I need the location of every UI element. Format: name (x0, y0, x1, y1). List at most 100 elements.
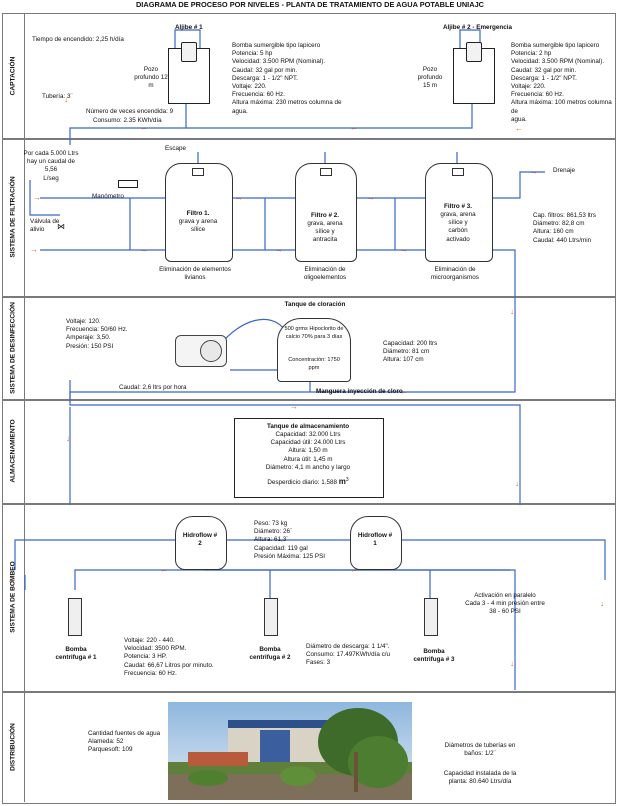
flow-arrow: → (290, 402, 298, 411)
filter-2-valve-icon (320, 168, 332, 176)
veces-encendida: Número de veces encendida: 9 (86, 108, 174, 115)
tanque-cloracion-title: Tanque de cloración (284, 301, 346, 308)
filter-3-tank (425, 163, 493, 262)
filtro1-title: Filtro 1. (186, 210, 210, 217)
flow-arrow: → (33, 193, 41, 202)
bomba2-label: Bomba centrifuga # 2 (249, 646, 291, 662)
section-distribucion (2, 691, 616, 804)
escape-label: Escape (165, 145, 187, 152)
concentracion-label: Concentración: 1750 ppm (288, 357, 340, 372)
flow-arrow: → (30, 245, 38, 254)
desperdicio-label: Desperdicio diario: 1.588 m3 (267, 477, 349, 487)
label-desinfeccion: SISTEMA DE DESINFECCIÓN (2, 296, 25, 399)
pump-2-icon (466, 42, 482, 62)
aljibe2-label: Aljibe # 2 - Emergencia (443, 24, 512, 31)
flow-arrow: ↓ (64, 95, 68, 104)
flow-arrow: ↓ (515, 479, 519, 488)
flow-arrow: ↓ (600, 599, 604, 608)
filtro3-media: grava, arena sílice y carbón activado (440, 211, 476, 243)
caudal-cloro: Caudal: 2,6 ltrs por hora (119, 384, 187, 391)
filter-1-tank (165, 163, 233, 262)
hidroflow-1-label: Hidroflow # 1 (357, 532, 393, 548)
flow-arrow: → (235, 193, 243, 202)
flow-arrow: → (400, 245, 408, 254)
flow-arrow: ← (400, 387, 408, 396)
filtro2-media: grava, arena sílice y antracita (307, 220, 343, 244)
pozo1-label: Pozo profundo 12 m (134, 66, 168, 90)
tuberias-label: Diámetros de tuberías en baños: 1/2¨ (444, 742, 516, 758)
flow-arrow: → (367, 193, 375, 202)
filtro2-title: Filtro # 2. (311, 212, 339, 219)
eliminacion-3: Eliminación de microorganismos (431, 266, 479, 282)
label-captacion: CAPTACIÓN (2, 13, 25, 138)
storage-tank-box (234, 418, 384, 498)
fuentes-agua: Cantidad fuentes de agua Alameda: 52 Par… (88, 730, 161, 754)
centrifugal-pump-2-icon (264, 598, 278, 636)
capacidad-label: Capacidad instalada de la planta: 80.640… (443, 770, 517, 786)
flow-arrow: → (530, 167, 538, 176)
diagram-title: DIAGRAMA DE PROCESO POR NIVELES - PLANTA… (135, 0, 485, 9)
flow-arrow: ← (140, 123, 148, 132)
chlorine-tank-specs: Capacidad: 200 ltrs Diámetro: 81 cm Altu… (383, 340, 438, 364)
tuberia-label: Tubería: 3¨ (42, 93, 73, 100)
activacion-label: Activación en paralelo Cada 3 - 4 min pr… (465, 592, 545, 616)
flow-arrow: ← (350, 565, 358, 574)
centrifugal-pump-3-icon (424, 598, 438, 636)
filtros-specs: Cap. filtros: 861,53 ltrs Diámetro: 82,8… (533, 212, 596, 244)
dosing-pump-specs: Voltaje: 120. Frecuencia: 50/60 Hz. Ampe… (66, 318, 128, 350)
flow-arrow: ← (160, 565, 168, 574)
manguera-label: Manguera inyección de cloro (316, 388, 403, 395)
hidroflow-1-tank (350, 516, 402, 570)
caudal-note: Por cada 5.000 Ltrs hay un caudal de 5,5… (23, 150, 79, 182)
hidroflow-2-label: Hidroflow # 2 (182, 532, 218, 548)
flow-arrow: ← (350, 123, 358, 132)
hipoclorito-label: 500 grms Hipoclorito de calcio 70% para … (284, 326, 344, 341)
bomba-specs: Voltaje: 220 - 440. Velocidad: 3500 RPM.… (124, 637, 214, 677)
section-almacenamiento (2, 399, 616, 505)
flow-arrow: ← (515, 124, 523, 133)
flow-arrow: ↓ (8, 575, 12, 584)
manometro-label: Manómetro (92, 193, 124, 200)
tiempo-encendido: Tiempo de encendido: 2,25 h/día (32, 36, 124, 43)
dosing-pump-head-icon (200, 340, 222, 362)
aljibe1-label: Aljibe # 1 (175, 24, 203, 31)
label-filtracion: SISTEMA DE FILTRACIÓN (2, 138, 25, 296)
campus-photo-illustration (168, 702, 412, 800)
bomba1-label: Bomba centrifuga # 1 (55, 646, 97, 662)
section-filtracion (2, 138, 616, 298)
storage-title: Tanque de almacenamiento (266, 423, 350, 430)
label-distribucion: DISTRIBUCIÓN (2, 691, 25, 802)
flow-arrow: → (275, 245, 283, 254)
section-desinfeccion (2, 296, 616, 401)
hidroflow-2-tank (175, 516, 227, 570)
filter-1-valve-icon (192, 168, 204, 176)
bomba1-specs: Bomba sumergible tipo lapicero Potencia:… (232, 42, 342, 115)
storage-specs: Capacidad: 32.000 Ltrs Capacidad útil: 2… (265, 431, 351, 471)
eliminacion-2: Eliminación de oligoelementos (303, 266, 347, 282)
pozo2-label: Pozo profundo 15 m (417, 66, 443, 90)
building-photo (168, 702, 412, 800)
manometro-icon (118, 180, 138, 188)
flow-arrow: ↓ (510, 307, 514, 316)
bomba3-label: Bomba centrifuga # 3 (413, 648, 455, 664)
hidroflow-specs: Peso: 73 kg Diámetro: 26¨ Altura: 61,3¨ … (254, 520, 326, 560)
descarga-specs: Diámetro de descarga: 1 1/4". Consumo: 1… (306, 643, 391, 667)
drenaje-label: Drenaje (553, 167, 576, 174)
pump-1-icon (181, 42, 197, 62)
section-captacion (2, 13, 616, 140)
valve-icon: ⋈ (57, 222, 65, 231)
filter-2-tank (295, 163, 357, 262)
flow-arrow: ↓ (510, 659, 514, 668)
valvula-label: Válvula de alivio (30, 218, 60, 234)
bomba2-specs: Bomba sumergible tipo lapicero Potencia:… (511, 42, 612, 123)
chlorine-tank (277, 318, 351, 382)
filtro3-title: Filtro # 3. (444, 203, 472, 210)
filtro1-media: grava y arena sílice (178, 218, 218, 234)
label-bombeo: SISTEMA DE BOMBEO (2, 503, 25, 691)
flow-arrow: ↓ (66, 434, 70, 443)
eliminacion-1: Eliminación de elementos livianos (159, 266, 231, 282)
section-bombeo (2, 503, 616, 693)
flow-arrow: → (140, 245, 148, 254)
label-almacenamiento: ALMACENAMIENTO (2, 399, 25, 503)
centrifugal-pump-1-icon (68, 598, 82, 636)
